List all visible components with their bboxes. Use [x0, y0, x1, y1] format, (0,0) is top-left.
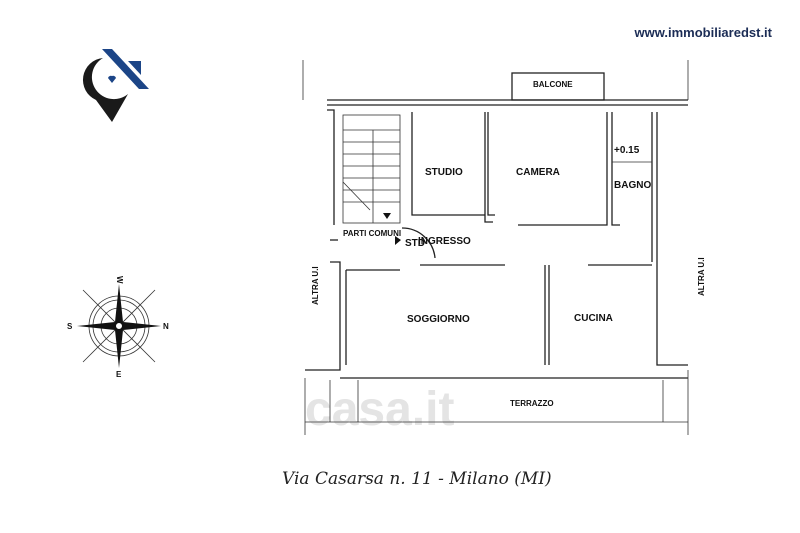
website-link[interactable]: www.immobiliaredst.it — [634, 25, 772, 40]
room-label-camera: CAMERA — [516, 167, 560, 178]
walls — [302, 60, 689, 435]
neighbor-label-right: ALTRA U.I — [697, 257, 706, 296]
room-label-bagno: BAGNO — [614, 180, 651, 191]
room-label-ingresso: INGRESSO — [418, 236, 471, 247]
room-label-parti-comuni: PARTI COMUNI — [343, 229, 401, 238]
watermark: casa.it — [305, 383, 454, 436]
stair-mark: STD — [405, 238, 425, 249]
level-mark: +0.15 — [614, 145, 640, 156]
neighbor-label-left: ALTRA U.I — [311, 266, 320, 305]
room-label-cucina: CUCINA — [574, 313, 613, 324]
entrance-arrow-icon — [395, 236, 401, 245]
address-caption: Via Casarsa n. 11 - Milano (MI) — [282, 469, 552, 489]
compass-north-label: N — [163, 322, 169, 331]
room-label-studio: STUDIO — [425, 167, 463, 178]
room-label-soggiorno: SOGGIORNO — [407, 314, 470, 325]
balcony — [511, 72, 605, 101]
compass-rose-icon: W N S E — [67, 276, 169, 379]
compass-east-label: E — [116, 370, 122, 379]
compass-south-label: S — [67, 322, 73, 331]
logo-icon — [82, 49, 149, 122]
compass-west-label: W — [115, 276, 124, 284]
room-label-balcone: BALCONE — [533, 80, 573, 89]
room-label-terrazzo: TERRAZZO — [510, 399, 554, 408]
